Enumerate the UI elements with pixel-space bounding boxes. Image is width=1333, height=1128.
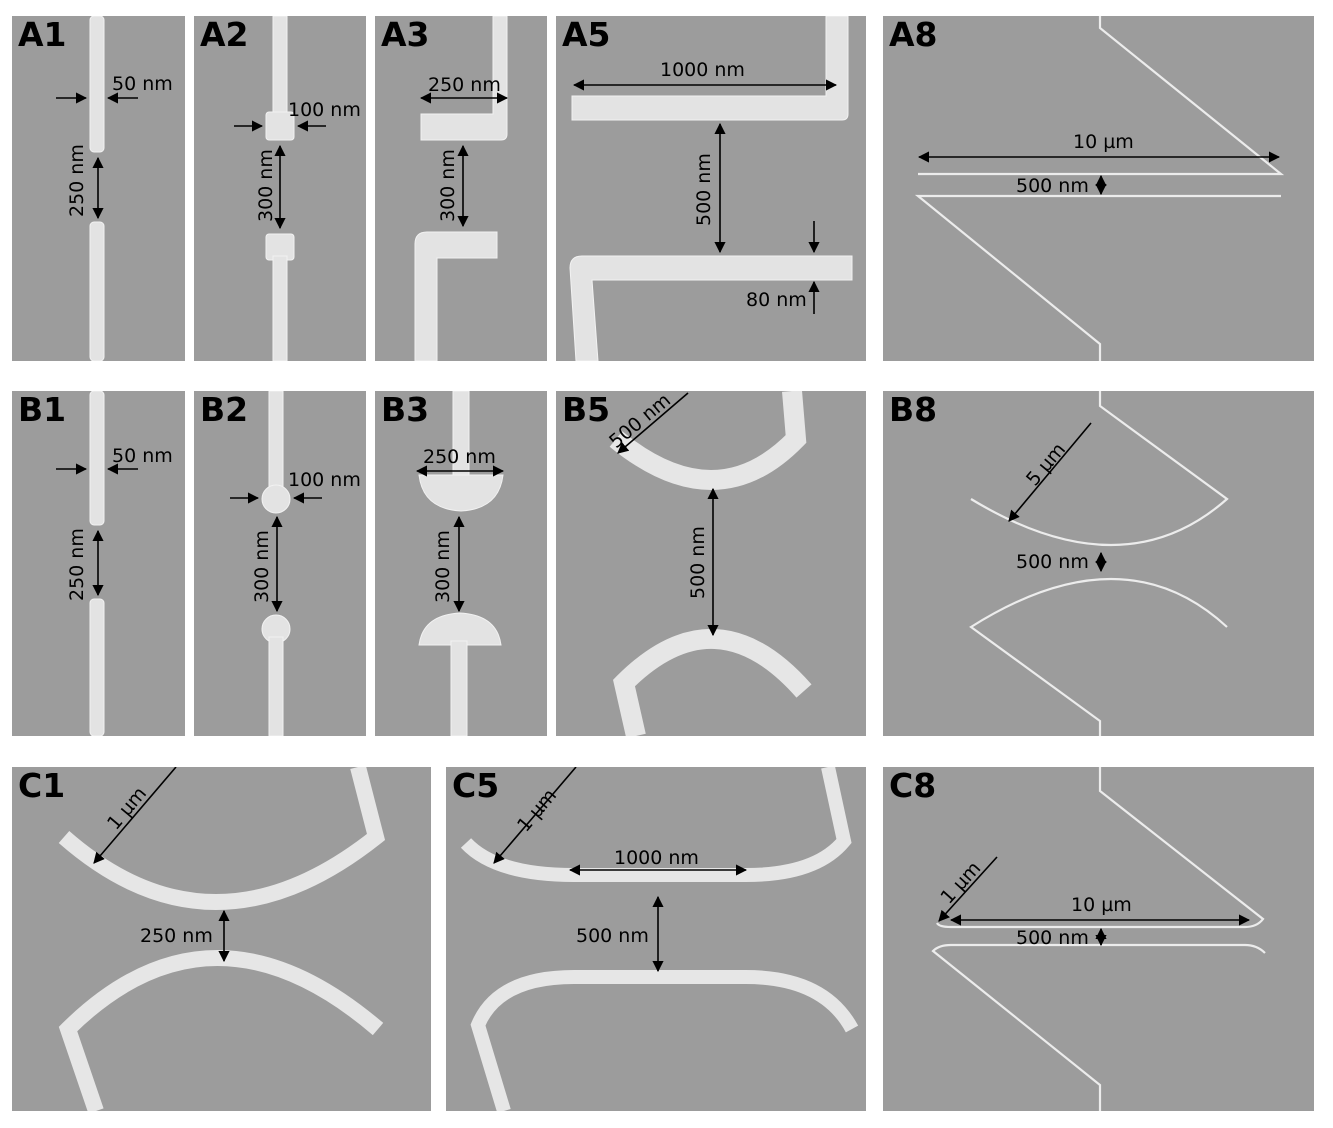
thickness-label: 80 nm xyxy=(746,289,807,311)
electrode-top xyxy=(936,767,1265,929)
electrode-top xyxy=(970,391,1229,547)
panel-a3: 250 nm 300 nm A3 xyxy=(375,16,547,361)
panel-a1: 50 nm 250 nm A1 xyxy=(12,16,185,361)
radius-label: 1 µm xyxy=(103,783,151,834)
panel-b3: 250 nm 300 nm B3 xyxy=(375,391,547,736)
electrode-bottom xyxy=(89,221,105,361)
electrode-top xyxy=(918,16,1285,176)
gap-label: 300 nm xyxy=(432,530,454,603)
width-label: 250 nm xyxy=(428,74,501,96)
electrode-top xyxy=(272,16,288,115)
electrode-top xyxy=(89,391,105,526)
radius-arrow xyxy=(493,767,577,864)
panel-label: A1 xyxy=(18,16,67,54)
electrode-bottom xyxy=(470,970,859,1111)
radius-arrow xyxy=(1008,422,1092,522)
panel-b8: 5 µm 500 nm B8 xyxy=(883,391,1314,736)
electrode-bottom xyxy=(272,255,288,361)
length-label: 10 µm xyxy=(1073,131,1134,153)
panel-label: A5 xyxy=(562,16,611,54)
panel-b1: 50 nm 250 nm B1 xyxy=(12,391,185,736)
panel-a8: 10 µm 500 nm A8 xyxy=(883,16,1314,361)
gap-label: 300 nm xyxy=(251,530,273,603)
gap-label: 300 nm xyxy=(437,149,459,222)
gap-label: 500 nm xyxy=(1016,551,1089,573)
length-label: 1000 nm xyxy=(614,847,699,869)
panel-label: A2 xyxy=(200,16,249,54)
panel-label: C5 xyxy=(452,767,500,805)
radius-arrow xyxy=(617,392,689,454)
panel-a5: 1000 nm 500 nm 80 nm A5 xyxy=(556,16,866,361)
gap-label: 250 nm xyxy=(140,925,213,947)
panel-label: C1 xyxy=(18,767,66,805)
panel-b5: 500 nm 500 nm B5 xyxy=(556,391,866,736)
electrode-top xyxy=(571,16,849,121)
gap-label: 500 nm xyxy=(693,153,715,226)
gap-label: 500 nm xyxy=(1016,927,1089,949)
panel-b2: 100 nm 300 nm B2 xyxy=(194,391,366,736)
radius-arrow xyxy=(938,856,998,922)
electrode-top xyxy=(268,391,284,492)
electrode-top-tip xyxy=(261,484,291,514)
panel-label: B3 xyxy=(381,391,430,429)
width-label: 50 nm xyxy=(112,445,173,467)
panel-c1: 1 µm 250 nm C1 xyxy=(12,767,431,1111)
gap-label: 300 nm xyxy=(255,149,277,222)
radius-label: 1 µm xyxy=(936,857,985,908)
electrode-top-tip xyxy=(265,111,295,141)
panel-label: A3 xyxy=(381,16,430,54)
radius-label: 5 µm xyxy=(1022,439,1070,490)
length-label: 1000 nm xyxy=(660,59,745,81)
width-label: 50 nm xyxy=(112,73,173,95)
gap-label: 250 nm xyxy=(66,144,88,217)
electrode-top xyxy=(609,391,807,490)
length-label: 10 µm xyxy=(1071,894,1132,916)
electrode-bottom xyxy=(58,950,384,1111)
width-label: 100 nm xyxy=(288,99,361,121)
width-label: 250 nm xyxy=(423,446,496,468)
panel-a2: 100 nm 300 nm A2 xyxy=(194,16,366,361)
panel-label: C8 xyxy=(889,767,937,805)
panel-label: A8 xyxy=(889,16,938,54)
electrode-bottom xyxy=(931,943,1266,1111)
electrode-bottom xyxy=(89,598,105,736)
gap-label: 500 nm xyxy=(1016,175,1089,197)
panel-label: B1 xyxy=(18,391,67,429)
gap-label: 500 nm xyxy=(687,526,709,599)
panel-c8: 1 µm 10 µm 500 nm C8 xyxy=(883,767,1314,1111)
electrode-bottom xyxy=(268,636,284,736)
electrode-bottom xyxy=(450,640,468,736)
electrode-bottom xyxy=(569,255,853,361)
electrode-bottom xyxy=(914,194,1281,361)
panel-label: B5 xyxy=(562,391,611,429)
panel-label: B8 xyxy=(889,391,938,429)
radius-arrow xyxy=(93,767,177,864)
panel-label: B2 xyxy=(200,391,249,429)
gap-label: 250 nm xyxy=(66,528,88,601)
gap-label: 500 nm xyxy=(576,925,649,947)
electrode-top-tip xyxy=(418,474,504,512)
electrode-top xyxy=(420,16,508,141)
electrode-bottom xyxy=(969,577,1228,736)
width-label: 100 nm xyxy=(288,469,361,491)
electrode-bottom xyxy=(414,231,498,361)
electrode-top xyxy=(58,767,386,910)
electrode-top xyxy=(89,16,105,153)
electrode-bottom xyxy=(613,629,812,736)
radius-label: 500 nm xyxy=(605,391,675,453)
electrode-bottom-tip xyxy=(418,612,502,646)
panel-c5: 1 µm 1000 nm 500 nm C5 xyxy=(446,767,866,1111)
